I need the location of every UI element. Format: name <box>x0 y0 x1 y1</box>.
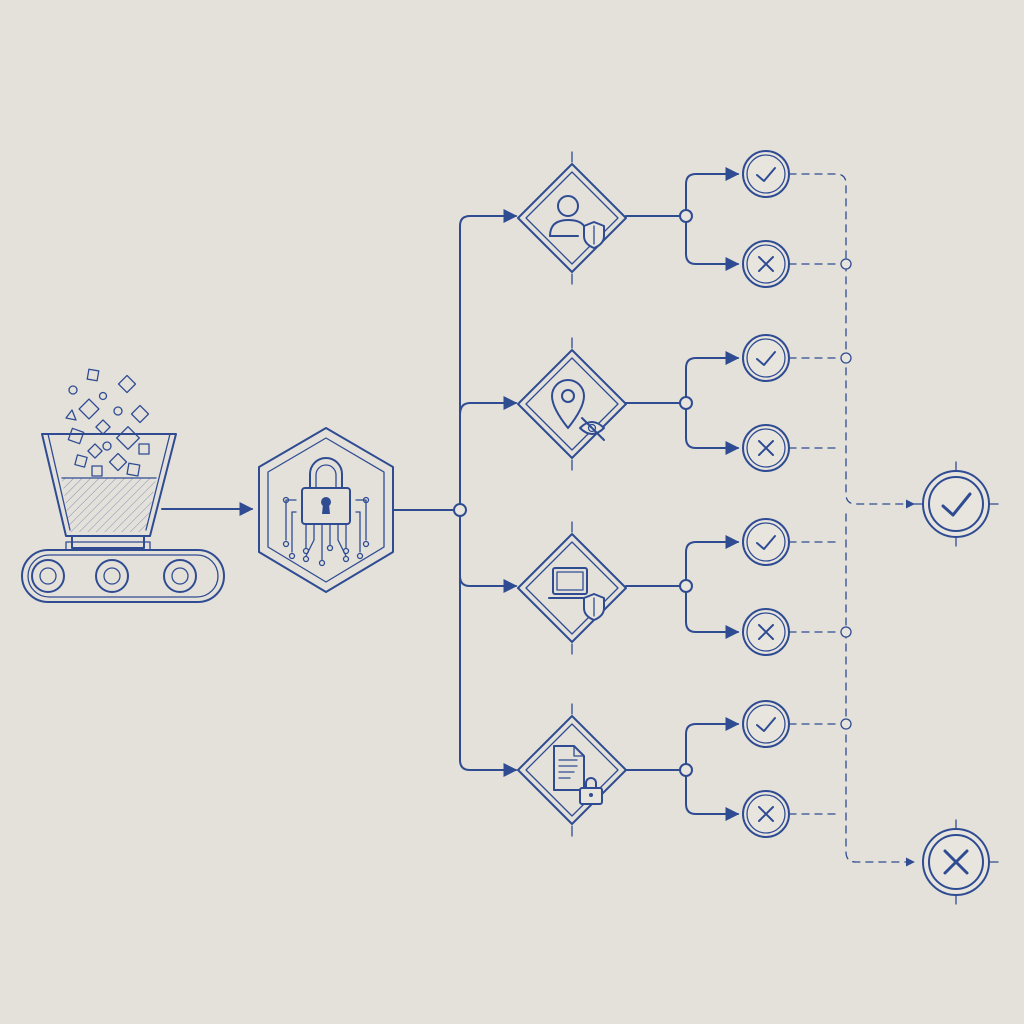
document-lock-icon <box>553 745 603 805</box>
final-outcome-fail <box>922 819 999 905</box>
user-shield-icon <box>549 195 605 249</box>
x-icon <box>758 624 774 640</box>
x-icon <box>758 806 774 822</box>
check-result-pass-2 <box>742 334 790 382</box>
check-node-identity <box>517 151 627 285</box>
data-particles <box>65 368 150 477</box>
x-icon <box>758 440 774 456</box>
location-privacy-icon <box>551 379 605 441</box>
check-icon <box>756 717 776 732</box>
check-node-device <box>517 521 627 655</box>
result-split-connectors <box>625 167 740 821</box>
check-icon <box>941 492 972 517</box>
check-result-pass-3 <box>742 518 790 566</box>
x-icon <box>943 849 969 875</box>
check-result-fail-2 <box>742 424 790 472</box>
check-result-pass-4 <box>742 700 790 748</box>
check-result-pass-1 <box>742 150 790 198</box>
check-icon <box>756 351 776 366</box>
check-icon <box>756 167 776 182</box>
aggregation-dashed-lines <box>788 173 915 867</box>
encryption-node <box>258 427 394 593</box>
device-shield-icon <box>548 567 605 621</box>
check-node-location <box>517 337 627 471</box>
check-result-fail-1 <box>742 240 790 288</box>
branch-connectors <box>392 209 518 777</box>
check-node-document <box>517 703 627 837</box>
check-icon <box>756 535 776 550</box>
x-icon <box>758 256 774 272</box>
padlock-circuit-icon <box>282 457 370 567</box>
check-result-fail-4 <box>742 790 790 838</box>
final-outcome-pass <box>913 461 999 547</box>
hopper-conveyor-icon <box>21 368 225 603</box>
check-result-fail-3 <box>742 608 790 656</box>
